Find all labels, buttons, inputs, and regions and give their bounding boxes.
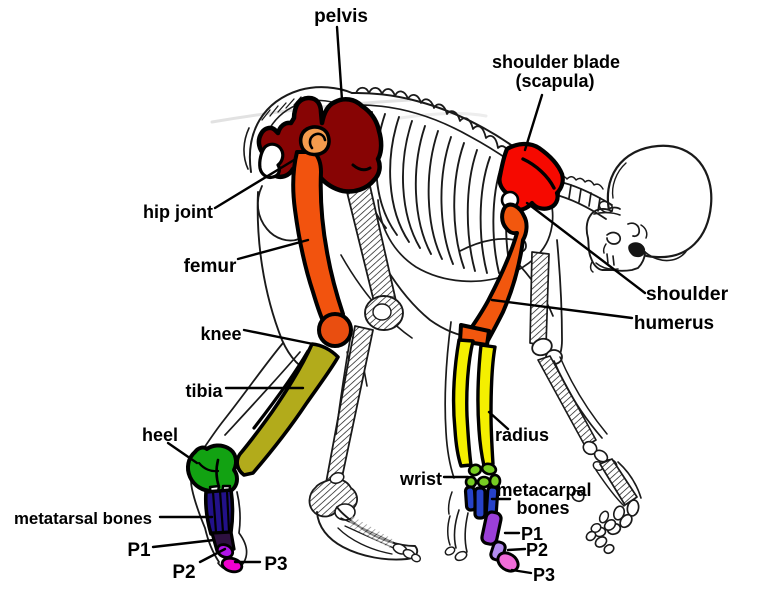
svg-text:P2: P2 xyxy=(526,540,548,560)
svg-text:hip joint: hip joint xyxy=(143,202,213,222)
svg-text:knee: knee xyxy=(200,324,241,344)
svg-text:P3: P3 xyxy=(533,565,555,585)
svg-text:shoulder: shoulder xyxy=(646,283,729,305)
svg-text:metatarsal bones: metatarsal bones xyxy=(14,509,152,528)
svg-text:heel: heel xyxy=(142,425,178,445)
svg-text:tibia: tibia xyxy=(185,381,223,401)
svg-text:P1: P1 xyxy=(521,524,543,544)
svg-text:humerus: humerus xyxy=(634,313,714,334)
svg-text:bones: bones xyxy=(516,498,569,518)
svg-text:radius: radius xyxy=(495,425,549,445)
svg-text:femur: femur xyxy=(184,256,237,277)
svg-text:wrist: wrist xyxy=(399,469,442,489)
svg-text:pelvis: pelvis xyxy=(314,6,368,27)
svg-text:(scapula): (scapula) xyxy=(515,71,594,91)
svg-text:P1: P1 xyxy=(127,540,151,561)
svg-text:P3: P3 xyxy=(264,554,287,575)
svg-text:P2: P2 xyxy=(172,562,195,583)
svg-text:metacarpal: metacarpal xyxy=(496,480,591,500)
svg-text:shoulder blade: shoulder blade xyxy=(492,52,620,72)
